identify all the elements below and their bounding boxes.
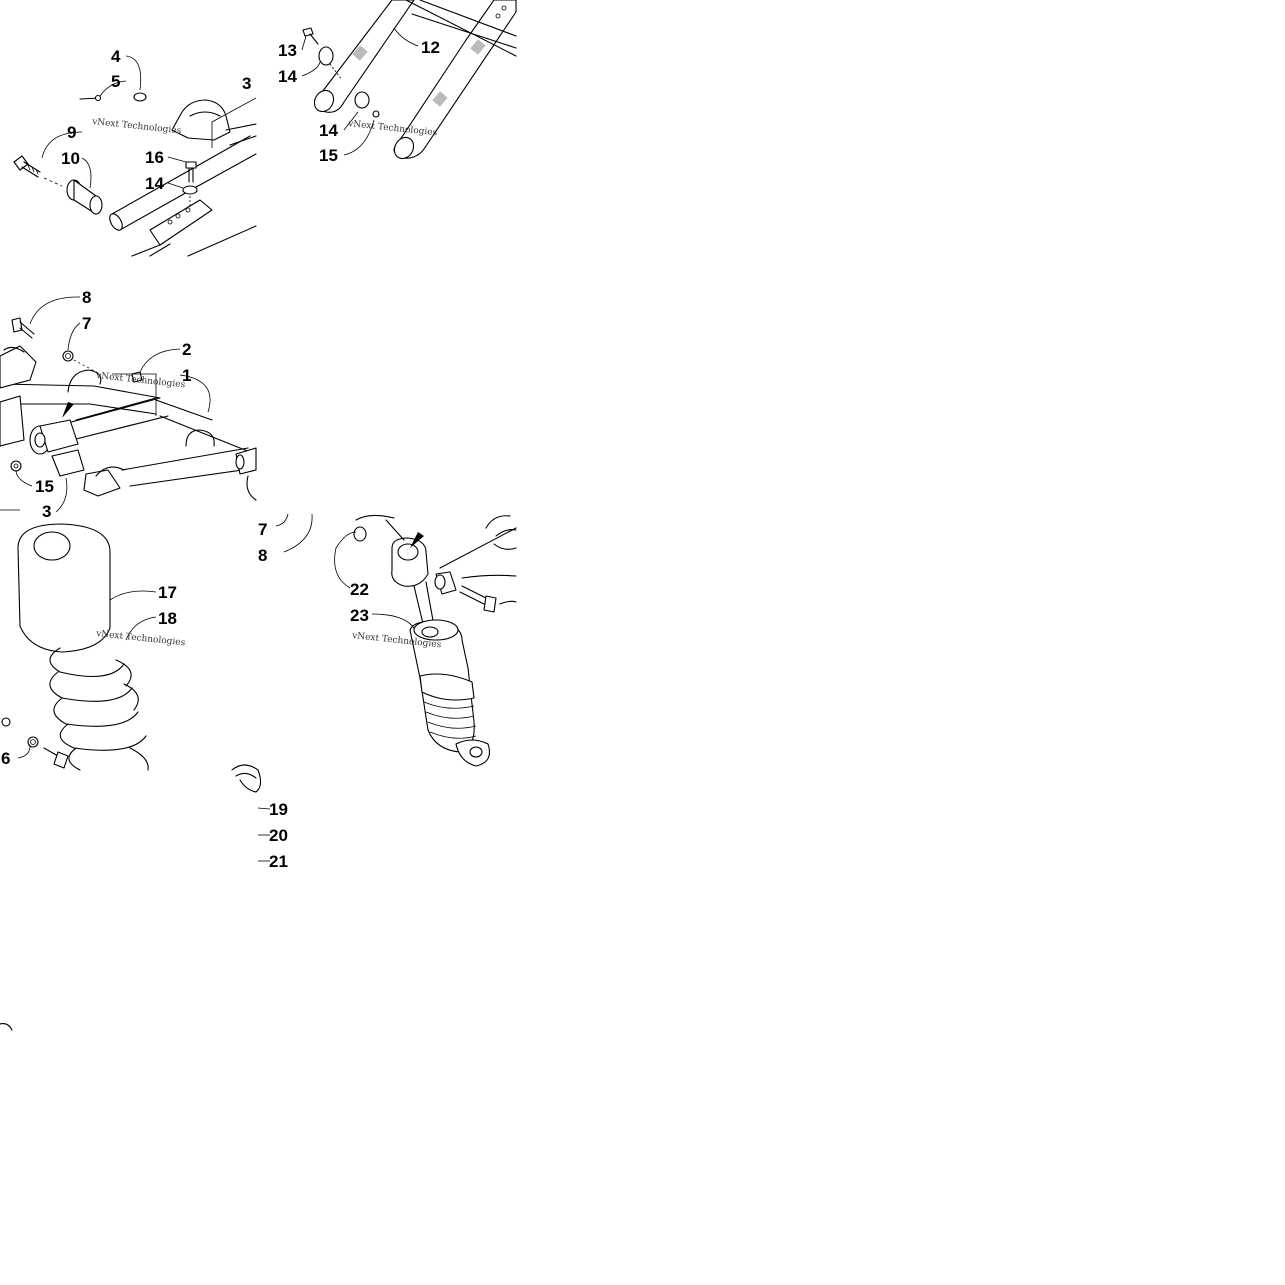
- panel-fragments: [0, 764, 262, 1031]
- callout-14: 14: [319, 121, 338, 140]
- callout-2: 2: [182, 340, 191, 359]
- panel-rail-mount: [13, 92, 257, 257]
- callout-14: 14: [278, 67, 297, 86]
- callout-6: 6: [1, 749, 10, 768]
- callout-13: 13: [278, 41, 297, 60]
- callout-14: 14: [145, 174, 164, 193]
- callout-19: 19: [269, 800, 288, 819]
- callout-18: 18: [158, 609, 177, 628]
- panel-shock-spring: [1, 523, 149, 771]
- callout-3: 3: [42, 502, 51, 521]
- watermarks: vNext Technologies vNext Technologies vN…: [91, 117, 442, 650]
- callout-12: 12: [421, 38, 440, 57]
- callout-5: 5: [111, 72, 120, 91]
- callout-1: 1: [182, 366, 191, 385]
- callout-23: 23: [350, 606, 369, 625]
- watermark-text: vNext Technologies: [95, 629, 186, 648]
- callout-22: 22: [350, 580, 369, 599]
- callout-10: 10: [61, 149, 80, 168]
- bushing-10: [66, 179, 103, 215]
- panel-shock-body: [275, 513, 517, 767]
- callout-17: 17: [158, 583, 177, 602]
- panel-front-arm: [0, 317, 257, 511]
- bolt-9: [13, 155, 41, 178]
- callout-20: 20: [269, 826, 288, 845]
- callout-21: 21: [269, 852, 288, 871]
- callout-15: 15: [319, 146, 338, 165]
- panel-rear-arm: [302, 0, 517, 160]
- callout-8: 8: [258, 546, 267, 565]
- callout-4: 4: [111, 47, 121, 66]
- callout-9: 9: [67, 123, 76, 142]
- leader-lines: [15, 27, 419, 862]
- callout-16: 16: [145, 148, 164, 167]
- callout-3: 3: [242, 74, 251, 93]
- callout-7: 7: [82, 314, 91, 333]
- callout-15: 15: [35, 477, 54, 496]
- watermark-text: vNext Technologies: [91, 117, 182, 136]
- callout-8: 8: [82, 288, 91, 307]
- callout-labels: 4 5 3 9 10 16 14 13 14 12 14 15 8 7 2 1 …: [1, 38, 440, 871]
- callout-7: 7: [258, 520, 267, 539]
- spring-coils: [49, 647, 149, 771]
